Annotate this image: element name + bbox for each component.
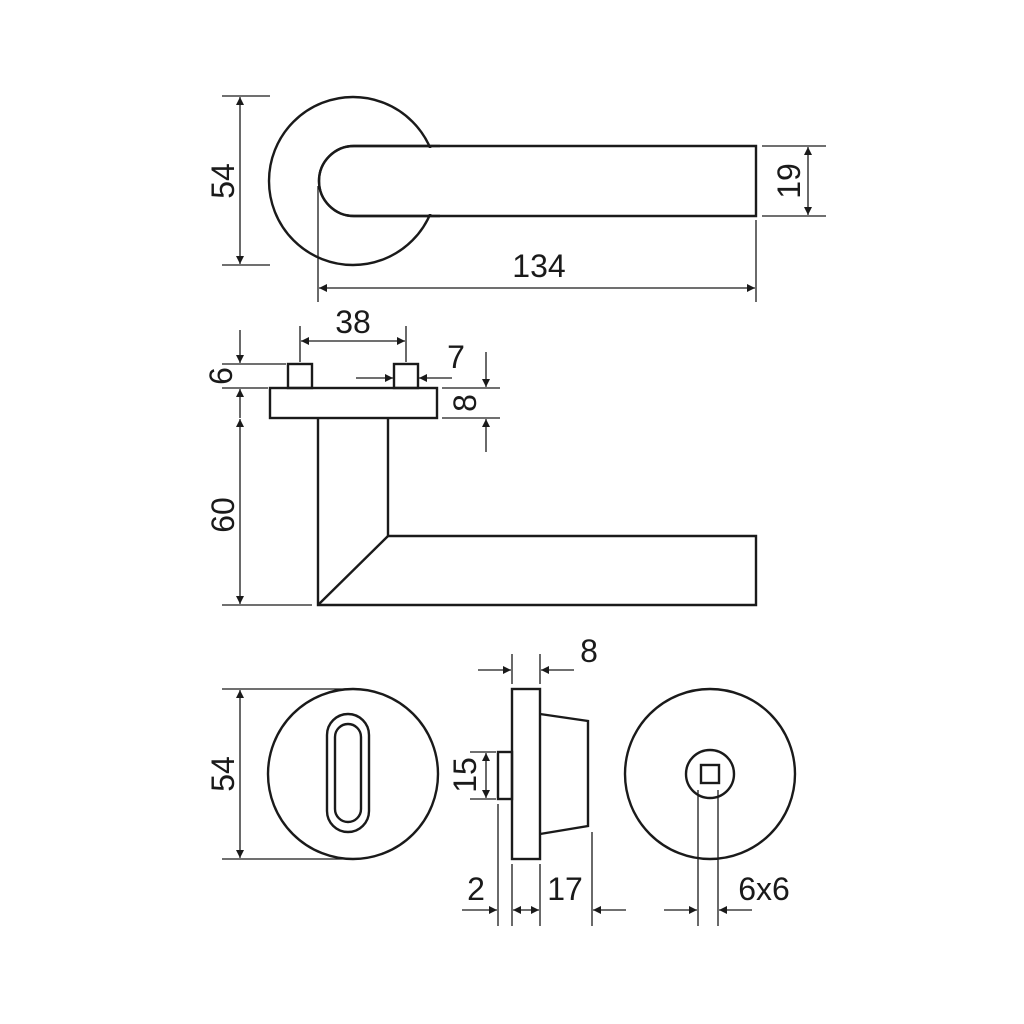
- dim-plate-thickness: 8: [478, 633, 598, 684]
- spindle-collar: [684, 748, 736, 800]
- dim-label-8-top: 8: [580, 633, 598, 669]
- dim-label-17: 17: [547, 871, 583, 907]
- dim-label-6x6: 6x6: [738, 871, 790, 907]
- dim-lever-length: 134: [317, 186, 757, 302]
- wc-escutcheon: 6x6: [623, 687, 797, 926]
- lever-handle-top-view: 54 19 134: [205, 95, 826, 302]
- dim-label-6: 6: [203, 367, 239, 385]
- square-spindle: [699, 763, 721, 785]
- dim-pin-width: 7: [356, 339, 465, 382]
- dim-pin-height: 6: [203, 330, 286, 418]
- lever-side-outline: [316, 418, 758, 607]
- escutcheon-side-view: 8 15 2 17: [447, 633, 626, 926]
- key-escutcheon: 54: [205, 687, 440, 861]
- dim-rose-thickness: 8: [442, 352, 500, 452]
- escutcheon-circle: [266, 687, 440, 861]
- dim-label-15: 15: [447, 757, 483, 793]
- dim-rose-diameter: 54: [205, 95, 270, 266]
- dim-lever-thickness: 19: [762, 145, 826, 217]
- keyhole-outer: [325, 712, 371, 834]
- lever-handle-side-view: 38 6 7 8 60: [203, 304, 758, 607]
- dim-depths: 2 17: [462, 804, 626, 926]
- fixing-pin-right: [392, 362, 420, 390]
- spindle-stub: [496, 750, 514, 801]
- keyhole-inner: [333, 722, 363, 824]
- dim-label-7: 7: [447, 339, 465, 375]
- dim-square-spindle: 6x6: [664, 790, 790, 926]
- dim-label-38: 38: [335, 304, 371, 340]
- dim-escutcheon-diameter: 54: [205, 688, 350, 860]
- dim-lever-projection: 60: [205, 419, 312, 606]
- dim-label-54-top: 54: [205, 163, 241, 199]
- dim-label-134: 134: [512, 248, 565, 284]
- escutcheon-body: [539, 712, 590, 836]
- dim-label-2: 2: [467, 871, 485, 907]
- dim-pin-spacing: 38: [299, 304, 407, 362]
- dim-label-8-side: 8: [447, 394, 483, 412]
- wc-escutcheon-circle: [623, 687, 797, 861]
- escutcheon-plate: [510, 687, 542, 861]
- dim-label-19: 19: [771, 163, 807, 199]
- dim-label-60: 60: [205, 497, 241, 533]
- dim-label-54-bottom: 54: [205, 756, 241, 792]
- dim-spindle-width: 15: [447, 751, 496, 800]
- rose-plate: [268, 386, 439, 420]
- fixing-pin-left: [286, 362, 314, 390]
